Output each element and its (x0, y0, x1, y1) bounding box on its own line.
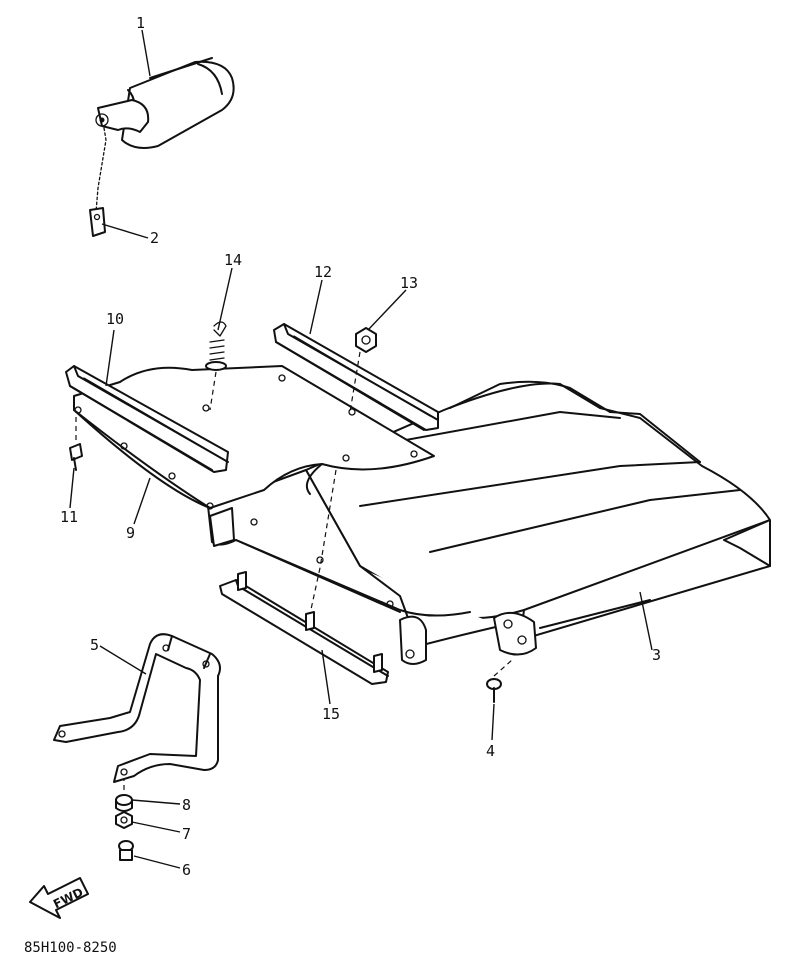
callout-12: 12 (314, 263, 332, 281)
part-washer (115, 811, 133, 829)
callout-9: 9 (126, 524, 135, 542)
part-bolt-4 (486, 678, 502, 703)
part-plate (73, 365, 435, 510)
forward-arrow: FWD (29, 877, 89, 919)
callout-3: 3 (652, 646, 661, 664)
callout-11: 11 (60, 508, 78, 526)
leader-lines (69, 29, 653, 869)
callout-4: 4 (486, 742, 495, 760)
callout-2: 2 (150, 229, 159, 247)
callout-8: 8 (182, 796, 191, 814)
callout-1: 1 (136, 14, 145, 32)
callout-5: 5 (90, 636, 99, 654)
part-rail-right (273, 323, 439, 431)
part-bolt-6 (118, 840, 134, 861)
assembly-lines (75, 351, 513, 790)
callout-10: 10 (106, 310, 124, 328)
part-rain-cover (95, 57, 235, 149)
part-bracket (53, 633, 221, 783)
part-chain-tag (89, 127, 107, 237)
callout-15: 15 (322, 705, 340, 723)
callout-6: 6 (182, 861, 191, 879)
part-nut (355, 327, 377, 353)
callout-13: 13 (400, 274, 418, 292)
callout-7: 7 (182, 825, 191, 843)
part-screw (69, 443, 83, 471)
part-clip (205, 321, 227, 371)
part-body-cover (207, 380, 771, 665)
part-collar (115, 794, 133, 812)
callout-14: 14 (224, 251, 242, 269)
part-rail-left (65, 365, 229, 473)
callout-labels: 1 2 3 4 5 6 7 8 9 10 11 12 13 14 15 (60, 14, 661, 879)
part-mounting-strip (219, 571, 389, 685)
diagram-code: 85H100-8250 (24, 940, 117, 956)
